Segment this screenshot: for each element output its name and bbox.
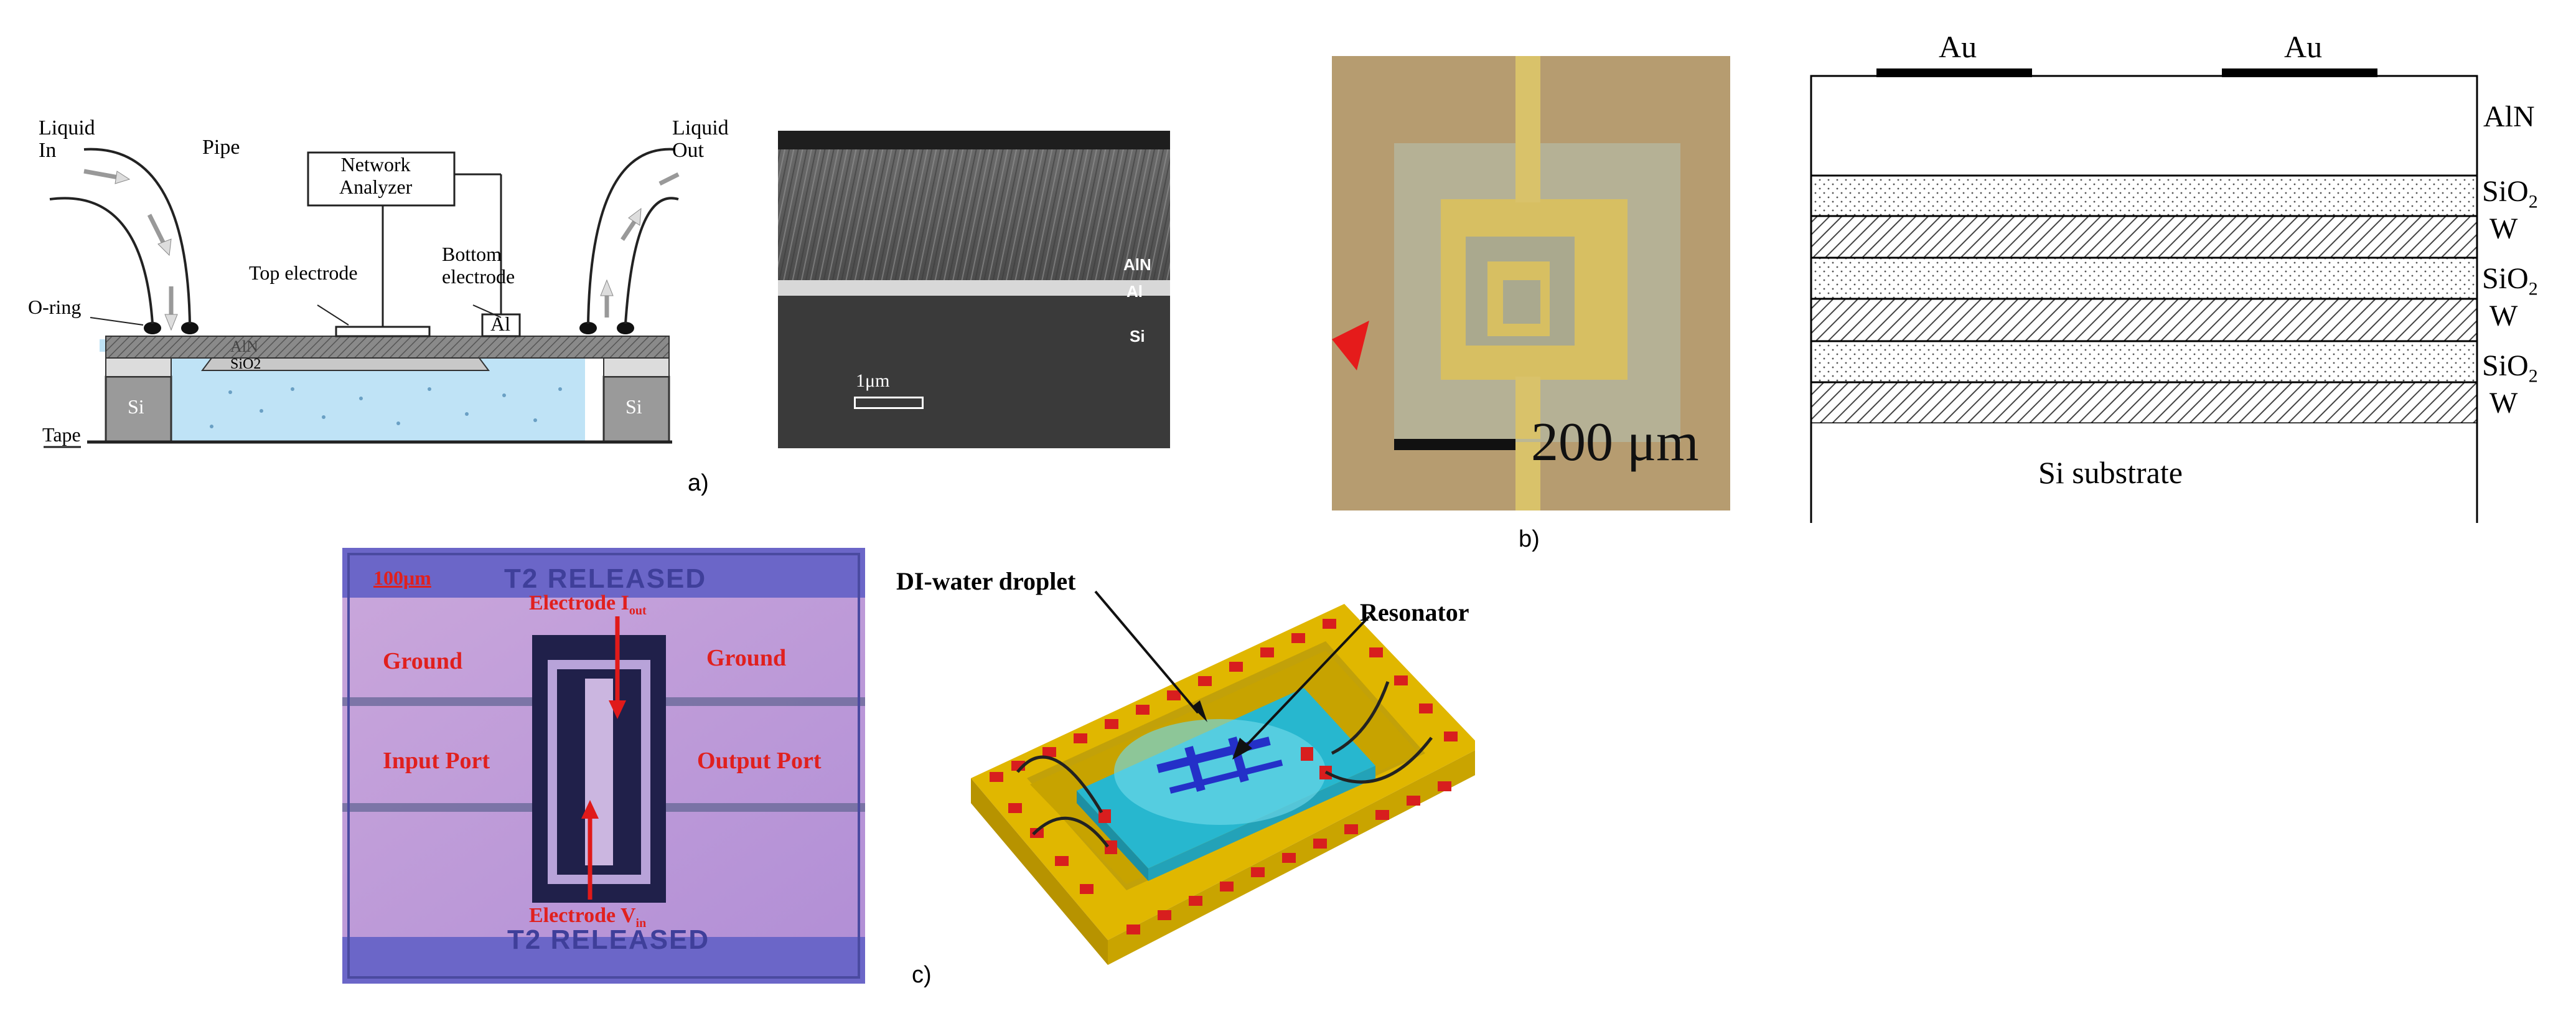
output-port-label: Output Port [697,748,822,774]
panel-a-schematic: Liquid In Pipe Network Analyzer Liquid O… [25,106,729,467]
au-left-label: Au [1939,29,1977,64]
electrode-iout-label: Electrode Iout [529,591,647,618]
sio2-layer-2-label: SiO2 [2482,262,2538,299]
input-port-label: Input Port [383,748,490,774]
sem-si-label: Si [1130,327,1145,346]
panel-c-micrograph: T2 RELEASED T2 RELEASED 100μm Electrode … [342,548,865,984]
panel-b-layer-stack: Au Au AlN SiO2 W SiO2 W SiO2 W Si substr… [1761,25,2546,538]
tag-c: c) [912,962,932,988]
si-substrate-label: Si substrate [2038,455,2183,490]
liquid-in-label: Liquid In [39,116,95,162]
tag-a: a) [688,470,709,496]
aln-layer-label: AlN [2483,100,2535,133]
au-right-label: Au [2284,29,2323,64]
t2-micrograph [342,548,865,984]
tape-label: Tape [42,423,81,446]
chip-render [971,590,1481,965]
w-layer-1-label: W [2489,212,2518,245]
liquid-cell-diagram [44,148,680,448]
w-layer-3-label: W [2489,387,2518,420]
electrode-vin-label: Electrode Vin [529,904,647,930]
sem-al-label: Al [1126,282,1143,301]
sem-scale-label: 1μm [856,370,890,391]
si-left-label: Si [128,395,144,418]
sem-scale-bar [854,397,924,409]
al-label: Al [490,313,510,335]
electrode-arrows [581,616,626,900]
o-ring-label: O-ring [28,296,82,318]
ground-left-label: Ground [383,648,463,674]
bottom-electrode-label: Bottom electrode [442,243,515,288]
layer-stack-diagram [1810,68,2478,538]
sio2-label: SiO2 [230,356,261,372]
sem-image [778,131,1170,448]
tag-b: b) [1519,526,1540,552]
pipe-label: Pipe [202,136,240,159]
top-electrode-label: Top electrode [249,261,358,284]
micrograph-scale-label: 200 μm [1531,412,1699,473]
aln-label: AlN [230,337,258,355]
resonator-label: Resonator [1360,598,1469,626]
droplet-label: DI-water droplet [896,567,1076,595]
panel-c-render: DI-water droplet Resonator [896,567,1481,971]
sio2-layer-3-label: SiO2 [2482,349,2538,387]
sio2-layer-1-label: SiO2 [2482,175,2538,212]
sem-cross-section: AlN Al Si 1μm [778,131,1170,448]
t2-footer-label: T2 RELEASED [507,925,710,955]
t2-header-label: T2 RELEASED [504,563,707,594]
si-right-label: Si [625,395,642,418]
ground-right-label: Ground [706,645,787,671]
sem-aln-label: AlN [1123,255,1151,274]
panel-b-micrograph: 200 μm [1332,56,1730,510]
liquid-out-label: Liquid Out [672,116,729,162]
network-analyzer-label: Network Analyzer [339,153,413,198]
micrograph-scale-100um: 100μm [373,567,431,589]
resonator-micrograph [1332,56,1730,510]
w-layer-2-label: W [2489,299,2518,332]
